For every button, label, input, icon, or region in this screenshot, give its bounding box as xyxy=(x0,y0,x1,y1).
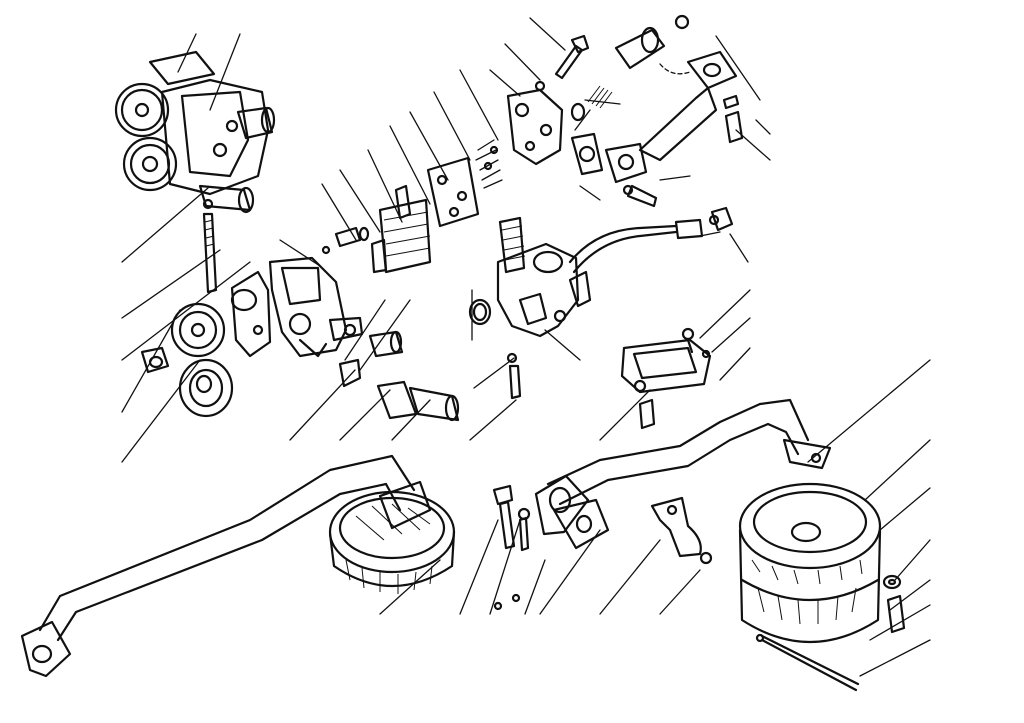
oil-intake-pipe-icon xyxy=(604,14,744,208)
bracket-icon xyxy=(620,327,712,430)
bolt-icon xyxy=(506,352,522,400)
bracket-icon xyxy=(230,270,272,358)
pump-drive-gear-icon xyxy=(140,302,234,418)
relief-valve-body-icon xyxy=(506,88,564,166)
gasket-icon xyxy=(570,102,604,176)
bolt-icon xyxy=(886,594,906,634)
pin-icon xyxy=(338,330,460,422)
bolt-icon xyxy=(534,34,590,92)
washer-icon xyxy=(882,574,902,590)
screw-icon xyxy=(321,226,370,255)
bolt-icon xyxy=(202,198,218,294)
oil-intake-pipe-icon xyxy=(20,454,432,678)
clamp-icon xyxy=(650,496,713,565)
oil-strainer-icon xyxy=(328,490,456,594)
pump-body-icon xyxy=(268,256,364,358)
relief-valve-spring-icon xyxy=(475,139,526,274)
oil-pump-assembly-icon xyxy=(114,50,276,214)
nut-icon xyxy=(493,593,521,611)
bolt-icon xyxy=(492,484,531,552)
pump-housing-icon xyxy=(468,242,592,338)
oil-line-icon xyxy=(568,206,734,274)
oil-strainer-icon xyxy=(738,482,882,643)
gear-pair-icon xyxy=(370,184,432,274)
leader-lines xyxy=(121,17,931,677)
cotter-pin-icon xyxy=(755,633,860,692)
spring-icon xyxy=(587,85,613,109)
oil-intake-pipe-icon xyxy=(534,398,832,550)
pump-cover-icon xyxy=(426,156,480,228)
